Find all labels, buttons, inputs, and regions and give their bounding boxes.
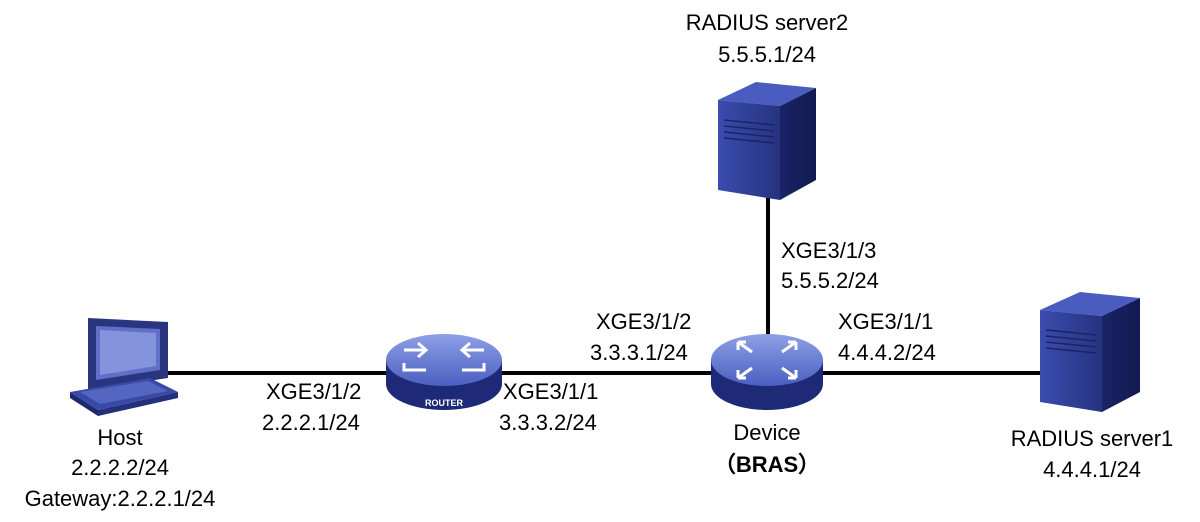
radius-server1-ip: 4.4.4.1/24 [1043,457,1141,482]
radius-server2-icon [718,82,816,200]
device-xge311-ip: 4.4.4.2/24 [838,340,936,365]
host-ip: 2.2.2.2/24 [71,455,169,480]
radius-server1-icon [1040,292,1140,412]
device-xge313-port: XGE3/1/3 [781,238,877,263]
device-xge311-port: XGE3/1/1 [838,309,934,334]
router-icon: ROUTER [386,334,502,410]
router-badge: ROUTER [425,398,464,408]
bras-device-icon [711,334,823,410]
router-xge311-port: XGE3/1/1 [503,379,599,404]
router-xge312-port: XGE3/1/2 [266,379,362,404]
router-xge312-ip: 2.2.2.1/24 [262,410,360,435]
radius-server1-name: RADIUS server1 [1010,426,1174,451]
device-name: Device [733,420,801,445]
device-xge313-ip: 5.5.5.2/24 [781,268,879,293]
router-xge311-ip: 3.3.3.2/24 [499,410,597,435]
host-name: Host [97,425,143,450]
radius-server2-ip: 5.5.5.1/24 [718,42,816,67]
device-role: （BRAS） [713,452,821,477]
device-xge312-port: XGE3/1/2 [596,309,692,334]
host-pc-icon [70,318,178,416]
device-xge312-ip: 3.3.3.1/24 [590,340,688,365]
radius-server2-name: RADIUS server2 [685,10,849,35]
host-gateway: Gateway:2.2.2.1/24 [24,486,216,511]
links [168,188,1045,375]
